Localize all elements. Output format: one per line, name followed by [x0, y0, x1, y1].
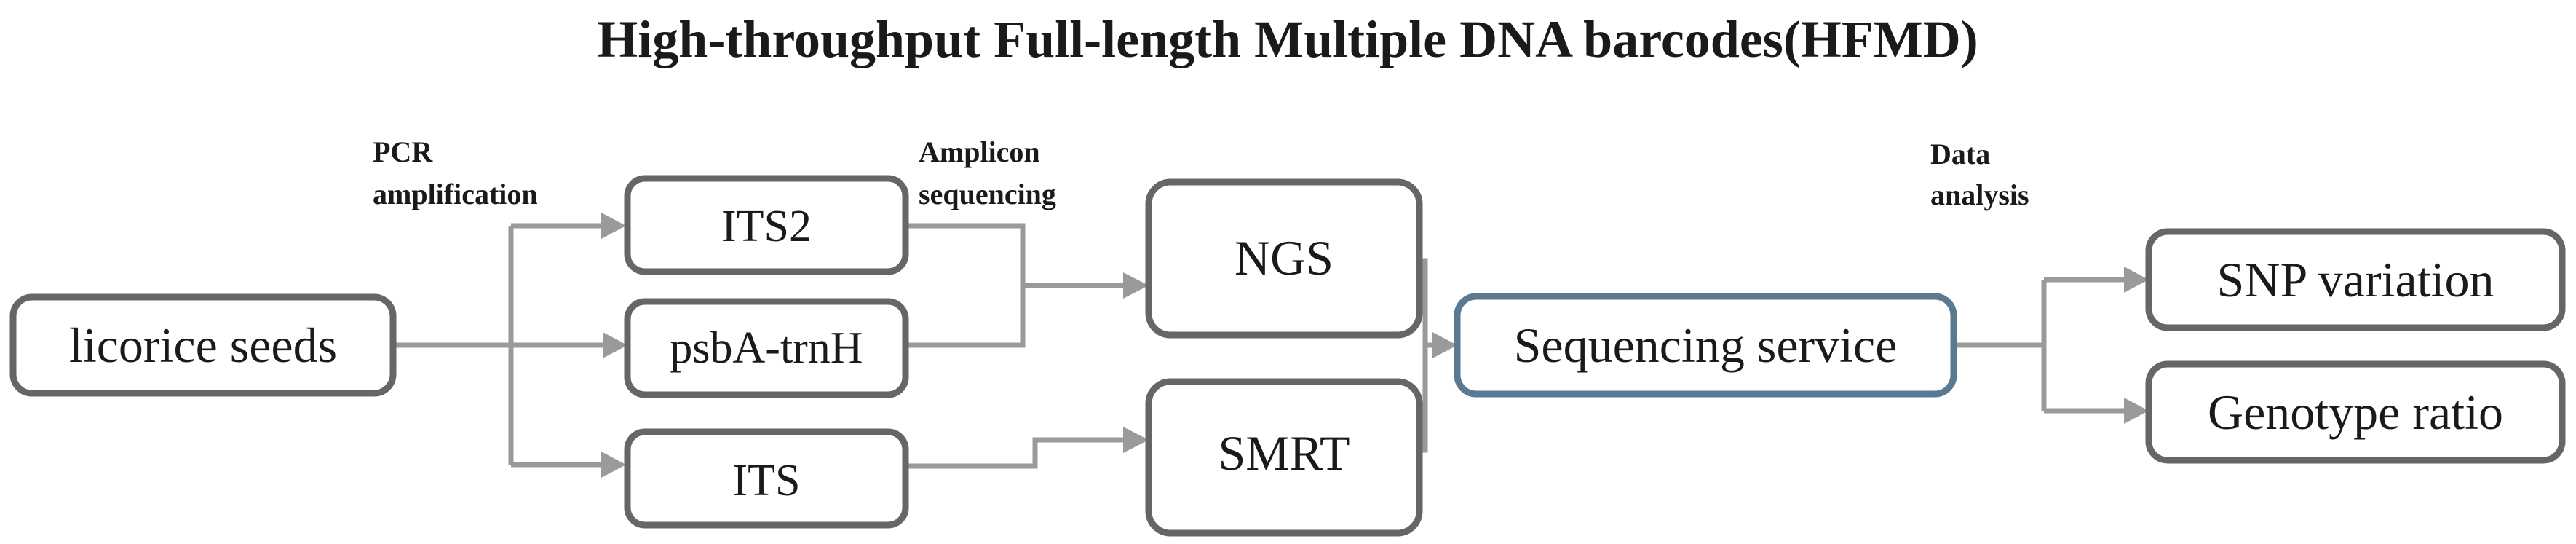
node-its: ITS [624, 428, 909, 529]
arrow-to-smrt [1123, 427, 1149, 453]
pcr-label-line1: PCR [373, 135, 433, 168]
sequencing-service-label: Sequencing service [1514, 318, 1898, 373]
ngs-label: NGS [1235, 230, 1333, 285]
genotype-ratio-label: Genotype ratio [2208, 385, 2503, 440]
node-ngs: NGS [1145, 178, 1423, 339]
analysis-connectors [1954, 267, 2149, 424]
node-licorice-seeds: licorice seeds [9, 293, 397, 397]
node-smrt: SMRT [1145, 378, 1423, 537]
arrow-to-snp [2124, 267, 2149, 293]
node-its2: ITS2 [624, 175, 909, 275]
licorice-seeds-label: licorice seeds [69, 318, 337, 373]
arrow-to-its2 [601, 213, 626, 239]
arrow-to-ngs [1123, 272, 1149, 299]
snp-variation-label: SNP variation [2217, 252, 2494, 307]
node-psba-trnh: psbA-trnH [624, 298, 909, 398]
arrow-to-genotype [2124, 398, 2149, 424]
node-sequencing-service: Sequencing service [1454, 293, 1957, 398]
node-snp-variation: SNP variation [2145, 228, 2566, 331]
arrow-to-its [601, 452, 626, 478]
amplicon-label-line2: sequencing [919, 178, 1056, 210]
amplicon-connectors [905, 223, 1149, 469]
data-label-line2: analysis [1930, 178, 2029, 211]
arrow-to-psba [603, 332, 627, 358]
arrow-to-service [1432, 332, 1457, 358]
amplicon-label-line1: Amplicon [919, 135, 1040, 168]
its-to-smrt-line [905, 437, 1125, 469]
psba-trnh-label: psbA-trnH [670, 323, 863, 373]
service-connectors [1419, 258, 1457, 453]
pcr-label-line2: amplification [373, 178, 538, 210]
pcr-connectors [393, 213, 627, 478]
diagram-title: High-throughput Full-length Multiple DNA… [597, 10, 1978, 68]
data-label-line1: Data [1930, 138, 1990, 170]
its2-label: ITS2 [721, 202, 812, 251]
smrt-label: SMRT [1218, 425, 1350, 481]
node-genotype-ratio: Genotype ratio [2145, 360, 2566, 464]
its-label: ITS [733, 456, 801, 505]
its2-psba-merge-line [905, 223, 1026, 348]
